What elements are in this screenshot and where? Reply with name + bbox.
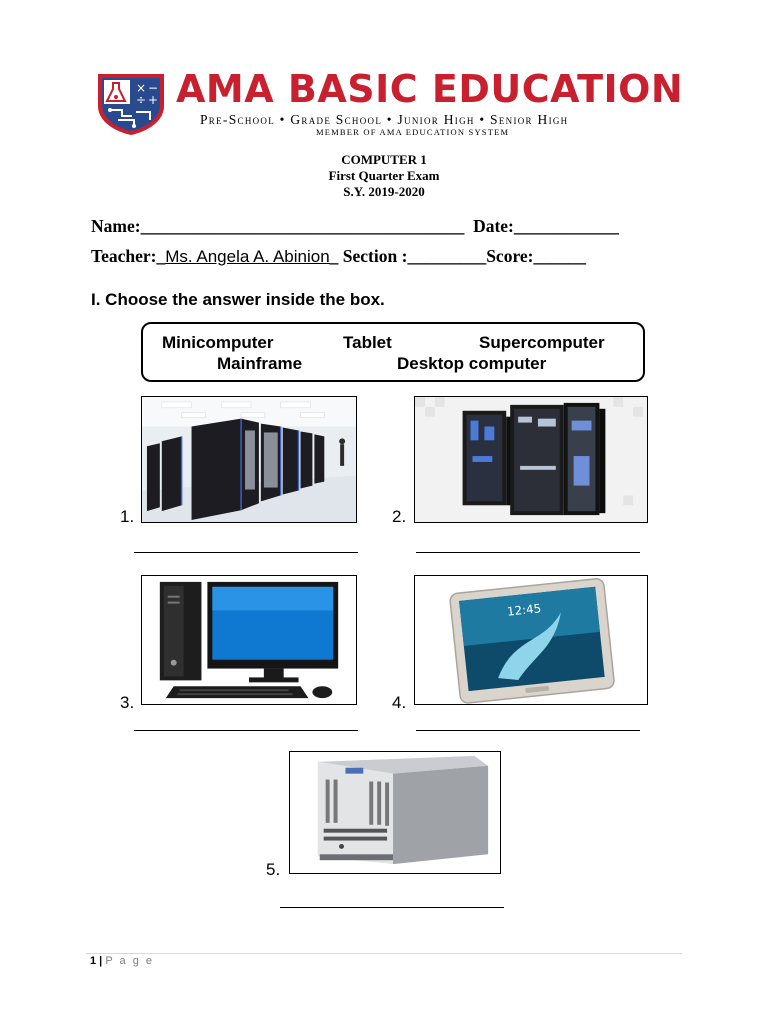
school-header: × − ÷ + AMA BASIC EDUCATION Pre-School •… bbox=[96, 67, 683, 142]
svg-text:+: + bbox=[148, 93, 158, 107]
name-blank[interactable]: _____________________________________ bbox=[140, 216, 465, 236]
instruction: I. Choose the answer inside the box. bbox=[91, 290, 385, 309]
name-label: Name: bbox=[91, 216, 141, 236]
svg-text:×: × bbox=[136, 81, 146, 95]
choice-box: Minicomputer Tablet Supercomputer Mainfr… bbox=[141, 322, 645, 382]
choice-desktop-computer: Desktop computer bbox=[397, 354, 547, 373]
teacher-section-score-line: Teacher:_Ms. Angela A. Abinion_ Section … bbox=[91, 246, 586, 267]
page-word: P a g e bbox=[105, 955, 154, 967]
item-5-number: 5. bbox=[266, 860, 281, 879]
item-1-answer-line[interactable] bbox=[134, 552, 358, 553]
school-logo: × − ÷ + bbox=[96, 72, 166, 136]
teacher-tail: _ bbox=[329, 246, 339, 266]
svg-text:÷: ÷ bbox=[136, 93, 146, 107]
section-blank[interactable]: _________ bbox=[407, 246, 487, 266]
item-3-answer-line[interactable] bbox=[134, 730, 358, 731]
item-1-number: 1. bbox=[120, 507, 135, 526]
choice-minicomputer: Minicomputer bbox=[162, 333, 274, 352]
item-2-number: 2. bbox=[392, 507, 407, 526]
name-date-line: Name:___________________________________… bbox=[91, 216, 619, 237]
exam-quarter: First Quarter Exam bbox=[328, 168, 440, 183]
item-1-image bbox=[141, 396, 357, 523]
section-label: Section : bbox=[338, 246, 408, 266]
item-3-image bbox=[141, 575, 357, 705]
teacher-name: Ms. Angela A. Abinion bbox=[165, 247, 330, 266]
school-levels: Pre-School • Grade School • Junior High … bbox=[200, 112, 569, 127]
choice-supercomputer: Supercomputer bbox=[479, 333, 605, 352]
item-4-number: 4. bbox=[392, 693, 407, 712]
item-3-number: 3. bbox=[120, 693, 135, 712]
score-blank[interactable]: ______ bbox=[533, 246, 586, 266]
page-footer: 1 | P a g e bbox=[90, 955, 154, 967]
choice-tablet: Tablet bbox=[343, 333, 392, 352]
choice-mainframe: Mainframe bbox=[217, 354, 303, 373]
page-separator: | bbox=[96, 955, 106, 967]
item-2-answer-line[interactable] bbox=[416, 552, 640, 553]
item-4-image: 12:45 bbox=[414, 575, 648, 705]
teacher-label: Teacher bbox=[91, 246, 151, 266]
svg-text:−: − bbox=[148, 81, 158, 95]
item-4-answer-line[interactable] bbox=[416, 730, 640, 731]
date-blank[interactable]: ____________ bbox=[513, 216, 619, 236]
score-label: Score: bbox=[486, 246, 534, 266]
item-5-answer-line[interactable] bbox=[280, 907, 504, 908]
page-number: 1 bbox=[90, 955, 97, 967]
teacher-separator: :_ bbox=[150, 246, 166, 266]
exam-subject: COMPUTER 1 bbox=[341, 152, 427, 167]
footer-divider bbox=[86, 953, 682, 954]
brand-block: AMA BASIC EDUCATION Pre-School • Grade S… bbox=[176, 67, 683, 142]
date-label: Date: bbox=[473, 216, 514, 236]
tablet-clock-text: 12:45 bbox=[506, 601, 542, 618]
item-5-image bbox=[289, 751, 501, 874]
item-2-image bbox=[414, 396, 648, 523]
member-line: Member of AMA Education System bbox=[316, 127, 510, 137]
brand-title: AMA BASIC EDUCATION bbox=[176, 67, 684, 111]
school-year: S.Y. 2019-2020 bbox=[343, 184, 425, 199]
